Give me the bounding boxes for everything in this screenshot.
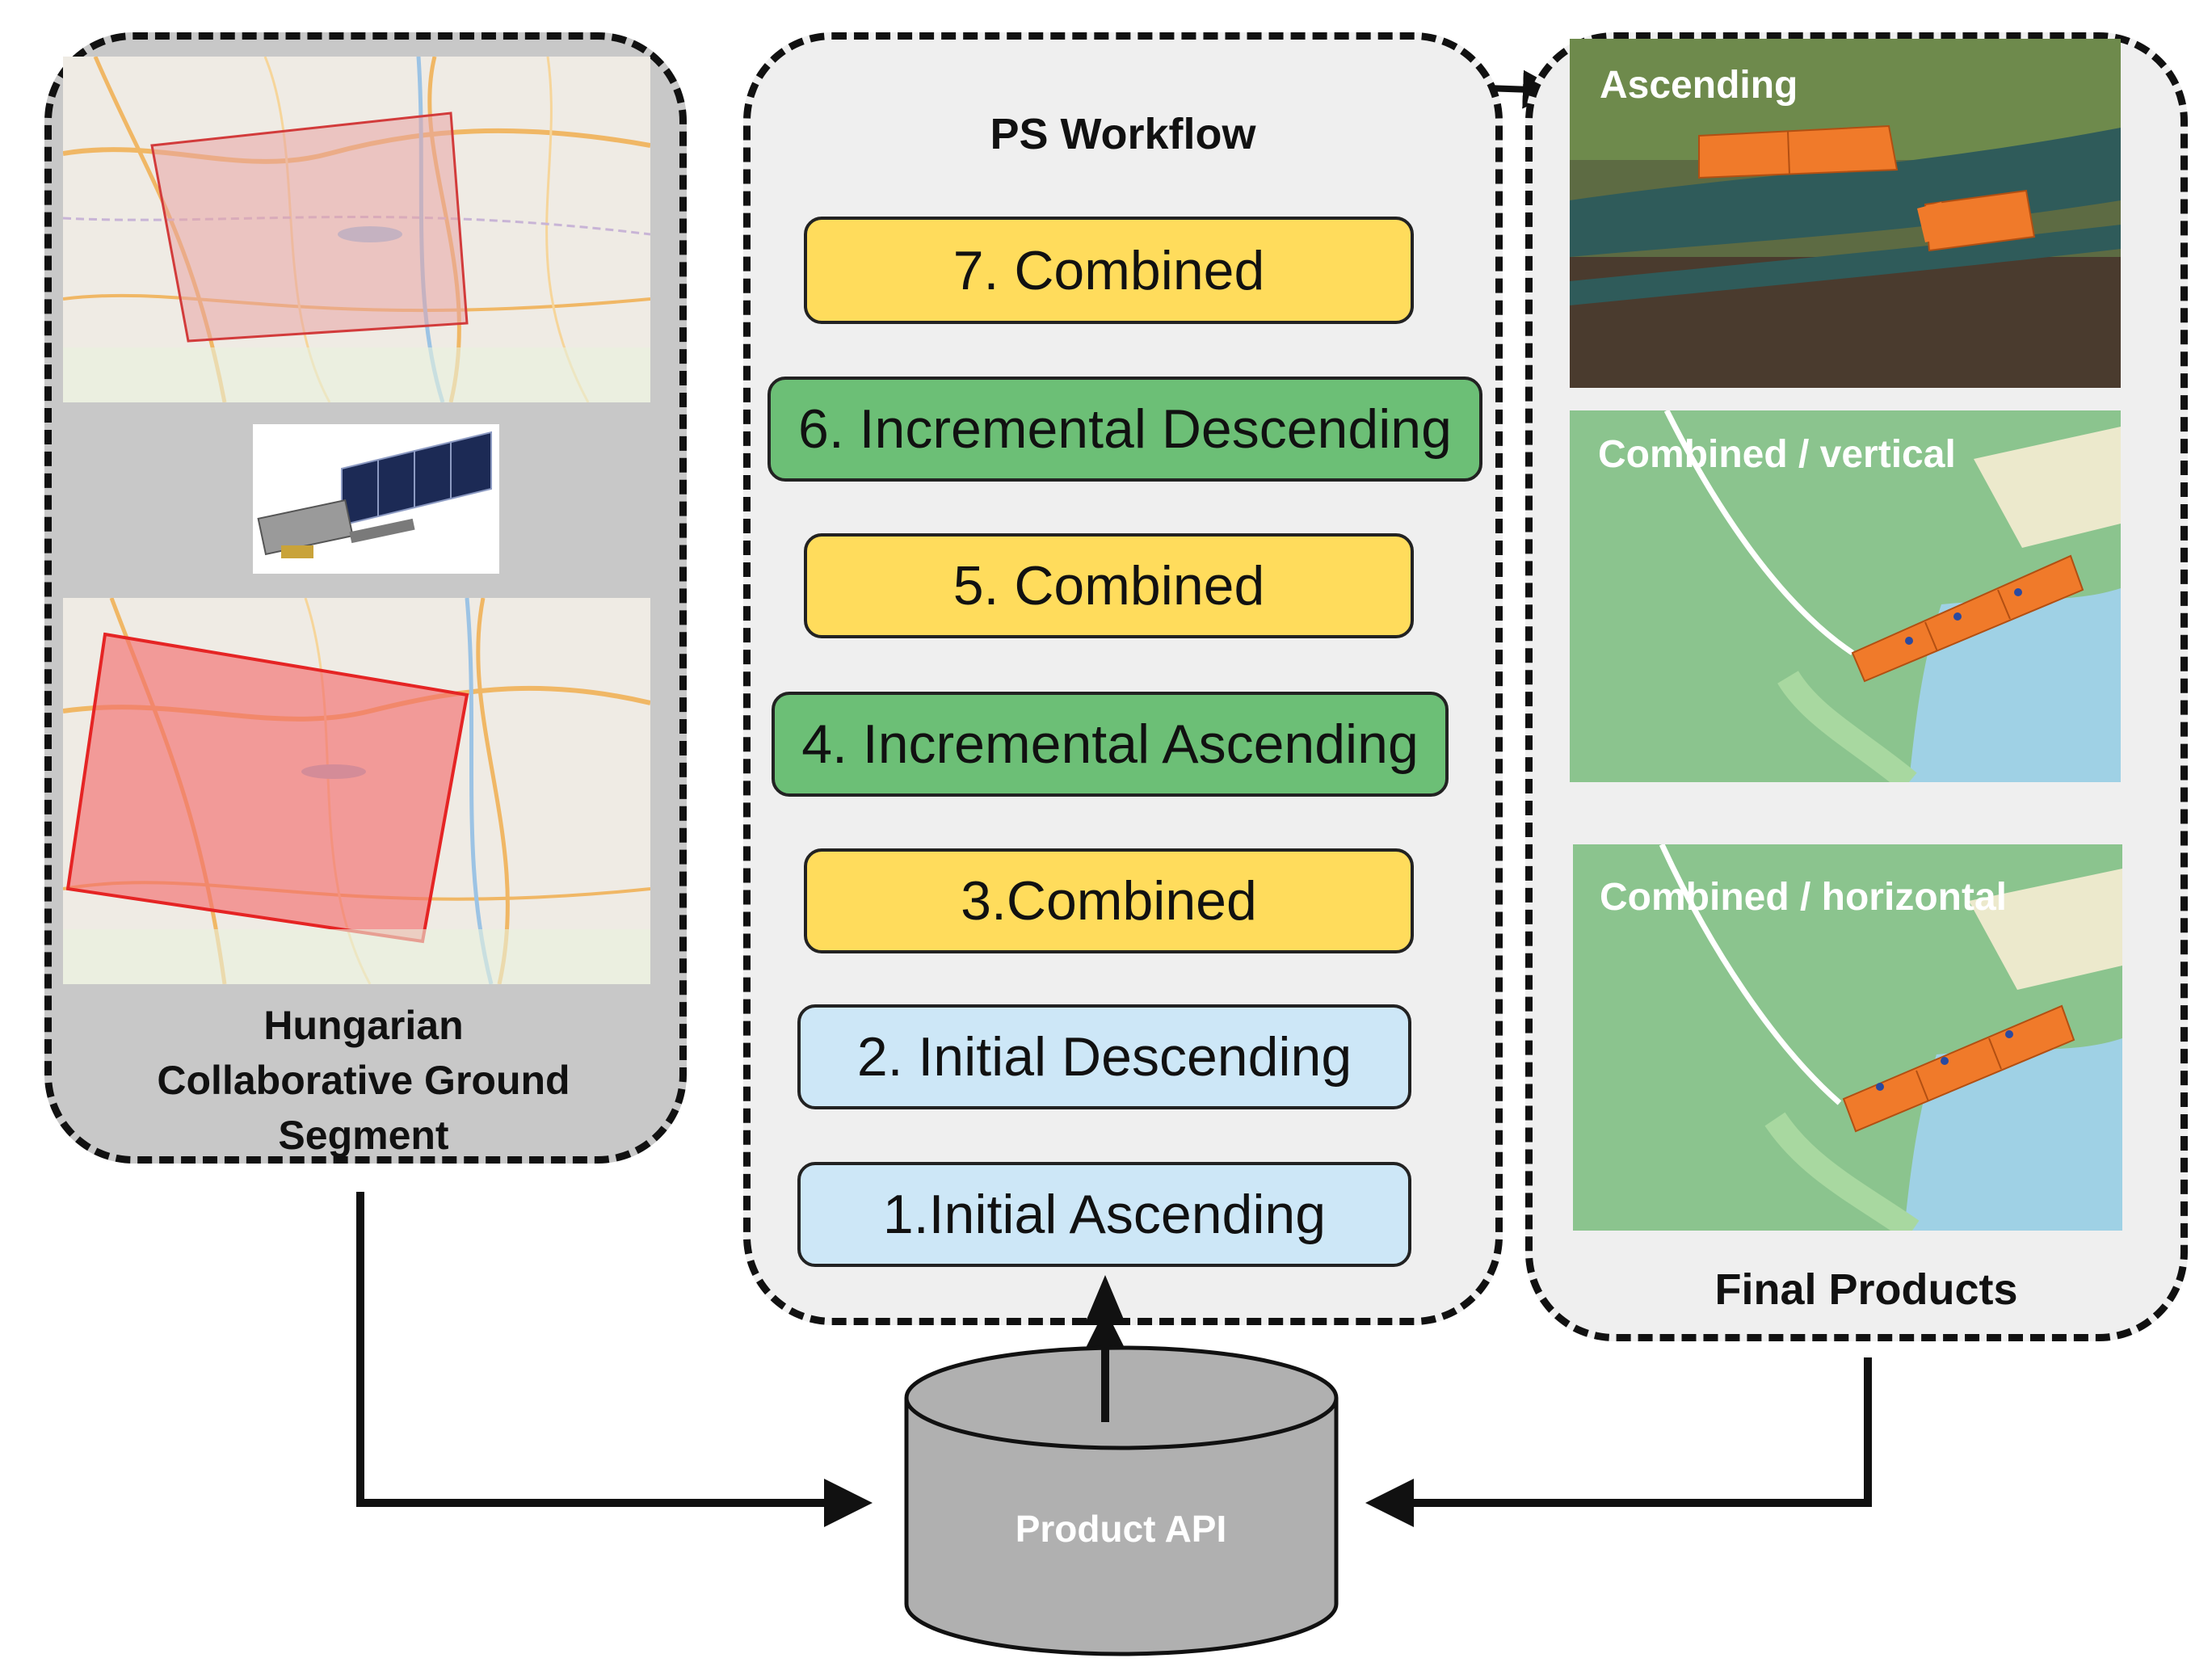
ascending-label: Ascending: [1600, 64, 1798, 107]
step-label: 2. Initial Descending: [856, 1026, 1352, 1088]
arrow-products-to-api: [1365, 1357, 1872, 1527]
step-1-initial-ascending[interactable]: 1.Initial Ascending: [797, 1162, 1411, 1267]
step-3-combined[interactable]: 3.Combined: [804, 848, 1414, 953]
final-products-title: Final Products: [1714, 1265, 2018, 1314]
step-4-incremental-ascending[interactable]: 4. Incremental Ascending: [772, 692, 1449, 797]
map-bottom: [63, 598, 650, 984]
arrow-ground-segment-to-api: [356, 1192, 873, 1527]
step-label: 3.Combined: [961, 870, 1257, 932]
step-5-combined[interactable]: 5. Combined: [804, 533, 1414, 638]
horizontal-image-drawing: [1573, 844, 2122, 1231]
step-2-initial-descending[interactable]: 2. Initial Descending: [797, 1004, 1411, 1109]
workflow-title: PS Workflow: [990, 110, 1256, 158]
step-label: 7. Combined: [953, 239, 1265, 301]
step-label: 1.Initial Ascending: [882, 1184, 1327, 1245]
map-top-drawing: [63, 57, 650, 402]
step-label: 6. Incremental Descending: [798, 398, 1452, 460]
step-label: 4. Incremental Ascending: [801, 713, 1419, 775]
step-label: 5. Combined: [953, 555, 1265, 617]
combined-horizontal-label: Combined / horizontal: [1600, 876, 2007, 919]
combined-vertical-label: Combined / vertical: [1598, 433, 1956, 476]
vertical-image-drawing: [1570, 410, 2121, 782]
product-image-combined-horizontal[interactable]: [1573, 844, 2122, 1231]
product-api-label: Product API: [1015, 1508, 1227, 1550]
product-image-ascending[interactable]: [1570, 39, 2121, 388]
ascending-image-drawing: [1570, 39, 2121, 388]
map-top: [63, 57, 650, 402]
product-image-combined-vertical[interactable]: [1570, 410, 2121, 782]
satellite-drawing: [253, 424, 499, 574]
step-6-incremental-descending[interactable]: 6. Incremental Descending: [767, 377, 1482, 482]
satellite-image: [253, 424, 499, 574]
map-bottom-drawing: [63, 598, 650, 984]
ground-segment-title: Hungarian Collaborative Ground Segment: [157, 1003, 570, 1158]
step-7-combined[interactable]: 7. Combined: [804, 217, 1414, 324]
